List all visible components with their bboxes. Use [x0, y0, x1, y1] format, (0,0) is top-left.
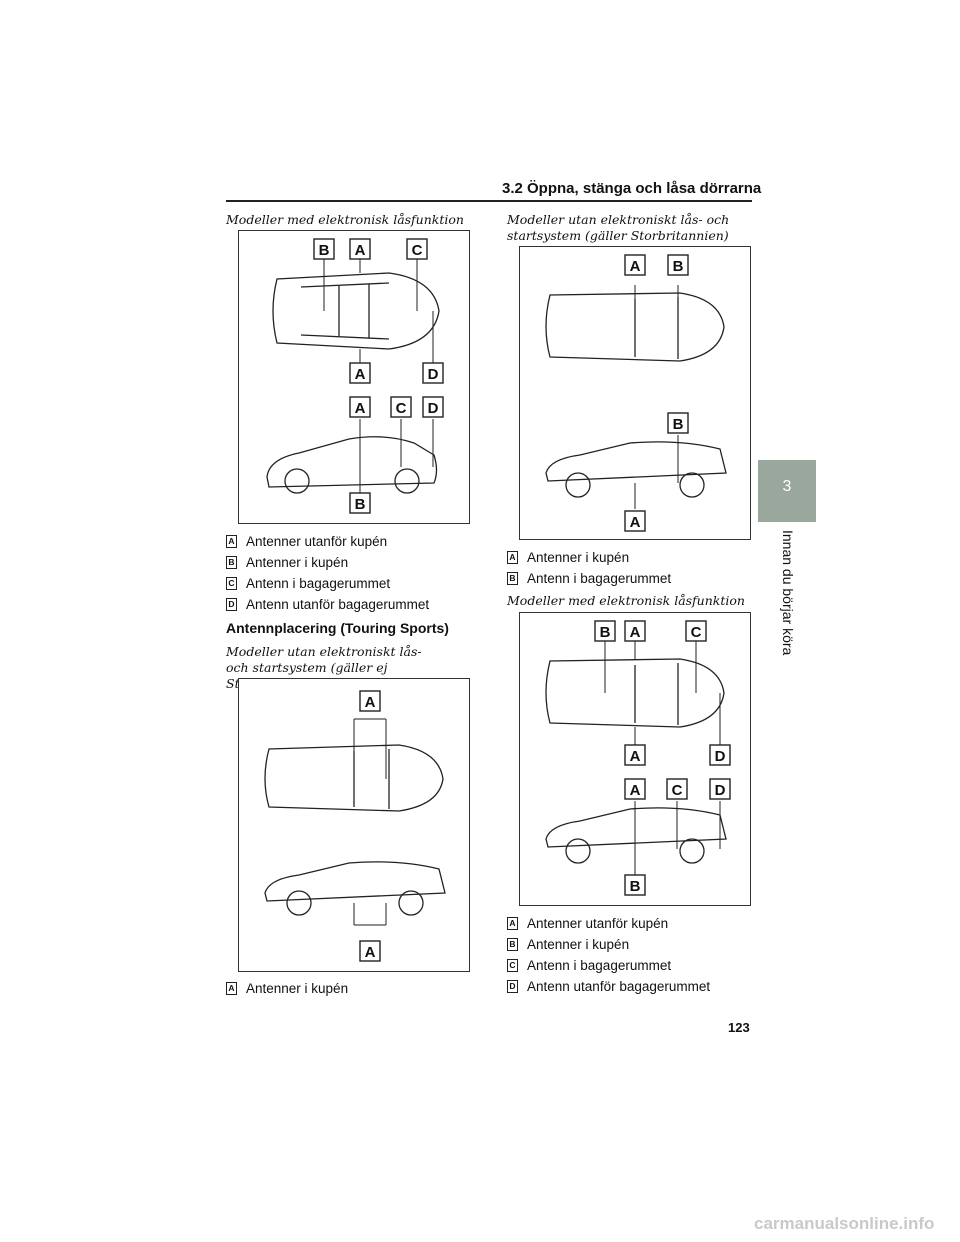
- legend-badge: B: [226, 555, 237, 569]
- callout-lines: [323, 259, 434, 493]
- legend-badge: C: [226, 576, 237, 590]
- fig-label: B: [630, 878, 641, 895]
- antenna-figure-left-1: B A C A D A C D B: [238, 230, 470, 524]
- fig-label: B: [319, 242, 330, 259]
- legend-text: Antenn utanför bagagerummet: [246, 596, 430, 612]
- legend-text: Antenner i kupén: [527, 936, 630, 952]
- fig-label: C: [672, 782, 683, 799]
- legend-item: D Antenn utanför bagagerummet: [226, 596, 429, 612]
- fig-label: A: [630, 748, 641, 765]
- page-number: 123: [728, 1020, 750, 1035]
- fig-label: A: [365, 694, 376, 711]
- car-side-view: [266, 436, 438, 494]
- legend-text: Antenner i kupén: [246, 554, 349, 570]
- fig-label: D: [428, 366, 439, 383]
- legend-text: Antenner i kupén: [527, 549, 630, 565]
- antenna-figure-left-2: A A: [238, 678, 470, 972]
- car-side-view: [545, 441, 727, 498]
- car-side-view: [264, 861, 446, 916]
- legend-item: D Antenn utanför bagagerummet: [507, 978, 710, 994]
- chapter-title: Innan du börjar köra: [780, 530, 796, 656]
- antenna-figure-right-1: A B B A: [519, 246, 751, 540]
- legend-item: C Antenn i bagagerummet: [507, 957, 671, 973]
- legend-badge: A: [507, 916, 518, 930]
- chapter-tab[interactable]: 3: [758, 460, 816, 522]
- legend-badge: C: [507, 958, 518, 972]
- label-boxes: [313, 238, 444, 514]
- car-top-view: [272, 272, 440, 350]
- legend-badge: D: [507, 979, 518, 993]
- fig-label: A: [355, 242, 366, 259]
- legend-text: Antenner i kupén: [246, 980, 349, 996]
- antenna-figure-right-2: B A C A D A C D B: [519, 612, 751, 906]
- fig-label: D: [715, 782, 726, 799]
- fig-label: C: [396, 400, 407, 417]
- chapter-number: 3: [782, 478, 792, 495]
- legend-item: A Antenner utanför kupén: [226, 533, 387, 549]
- fig-label: A: [355, 366, 366, 383]
- fig-label: A: [630, 514, 641, 531]
- fig-label: D: [715, 748, 726, 765]
- legend-text: Antenn i bagagerummet: [527, 570, 672, 586]
- header-rule: [226, 200, 752, 202]
- caption-right-2: Modeller med elektronisk låsfunktion: [507, 593, 745, 608]
- legend-badge: B: [507, 571, 518, 585]
- caption-left-1: Modeller med elektronisk låsfunktion: [226, 212, 464, 227]
- legend-item: A Antenner i kupén: [226, 980, 348, 996]
- fig-label: B: [673, 258, 684, 275]
- section-title: Antennplacering (Touring Sports): [226, 620, 449, 636]
- legend-text: Antenner utanför kupén: [246, 533, 388, 549]
- legend-text: Antenn utanför bagagerummet: [527, 978, 711, 994]
- legend-text: Antenn i bagagerummet: [527, 957, 672, 973]
- car-top-view: [545, 658, 725, 728]
- fig-label: A: [630, 782, 641, 799]
- legend-item: B Antenner i kupén: [226, 554, 348, 570]
- fig-label: C: [412, 242, 423, 259]
- watermark: carmanualsonline.info: [754, 1214, 935, 1233]
- legend-badge: D: [226, 597, 237, 611]
- legend-badge: A: [226, 981, 237, 995]
- legend-badge: B: [507, 937, 518, 951]
- legend-item: A Antenner utanför kupén: [507, 915, 668, 931]
- legend-item: A Antenner i kupén: [507, 549, 629, 565]
- legend-badge: A: [507, 550, 518, 564]
- fig-label: B: [355, 496, 366, 513]
- fig-label: B: [600, 624, 611, 641]
- fig-label: B: [673, 416, 684, 433]
- fig-label: D: [428, 400, 439, 417]
- fig-label: A: [365, 944, 376, 961]
- legend-text: Antenn i bagagerummet: [246, 575, 391, 591]
- car-side-view: [545, 807, 727, 864]
- fig-label: A: [630, 624, 641, 641]
- legend-text: Antenner utanför kupén: [527, 915, 669, 931]
- legend-badge: A: [226, 534, 237, 548]
- legend-item: B Antenner i kupén: [507, 936, 629, 952]
- legend-item: C Antenn i bagagerummet: [226, 575, 390, 591]
- caption-right-1: Modeller utan elektroniskt lås- och star…: [507, 212, 730, 243]
- legend-item: B Antenn i bagagerummet: [507, 570, 671, 586]
- fig-label: A: [630, 258, 641, 275]
- chapter-header: 3.2 Öppna, stänga och låsa dörrarna: [502, 180, 762, 197]
- fig-label: C: [691, 624, 702, 641]
- fig-label: A: [355, 400, 366, 417]
